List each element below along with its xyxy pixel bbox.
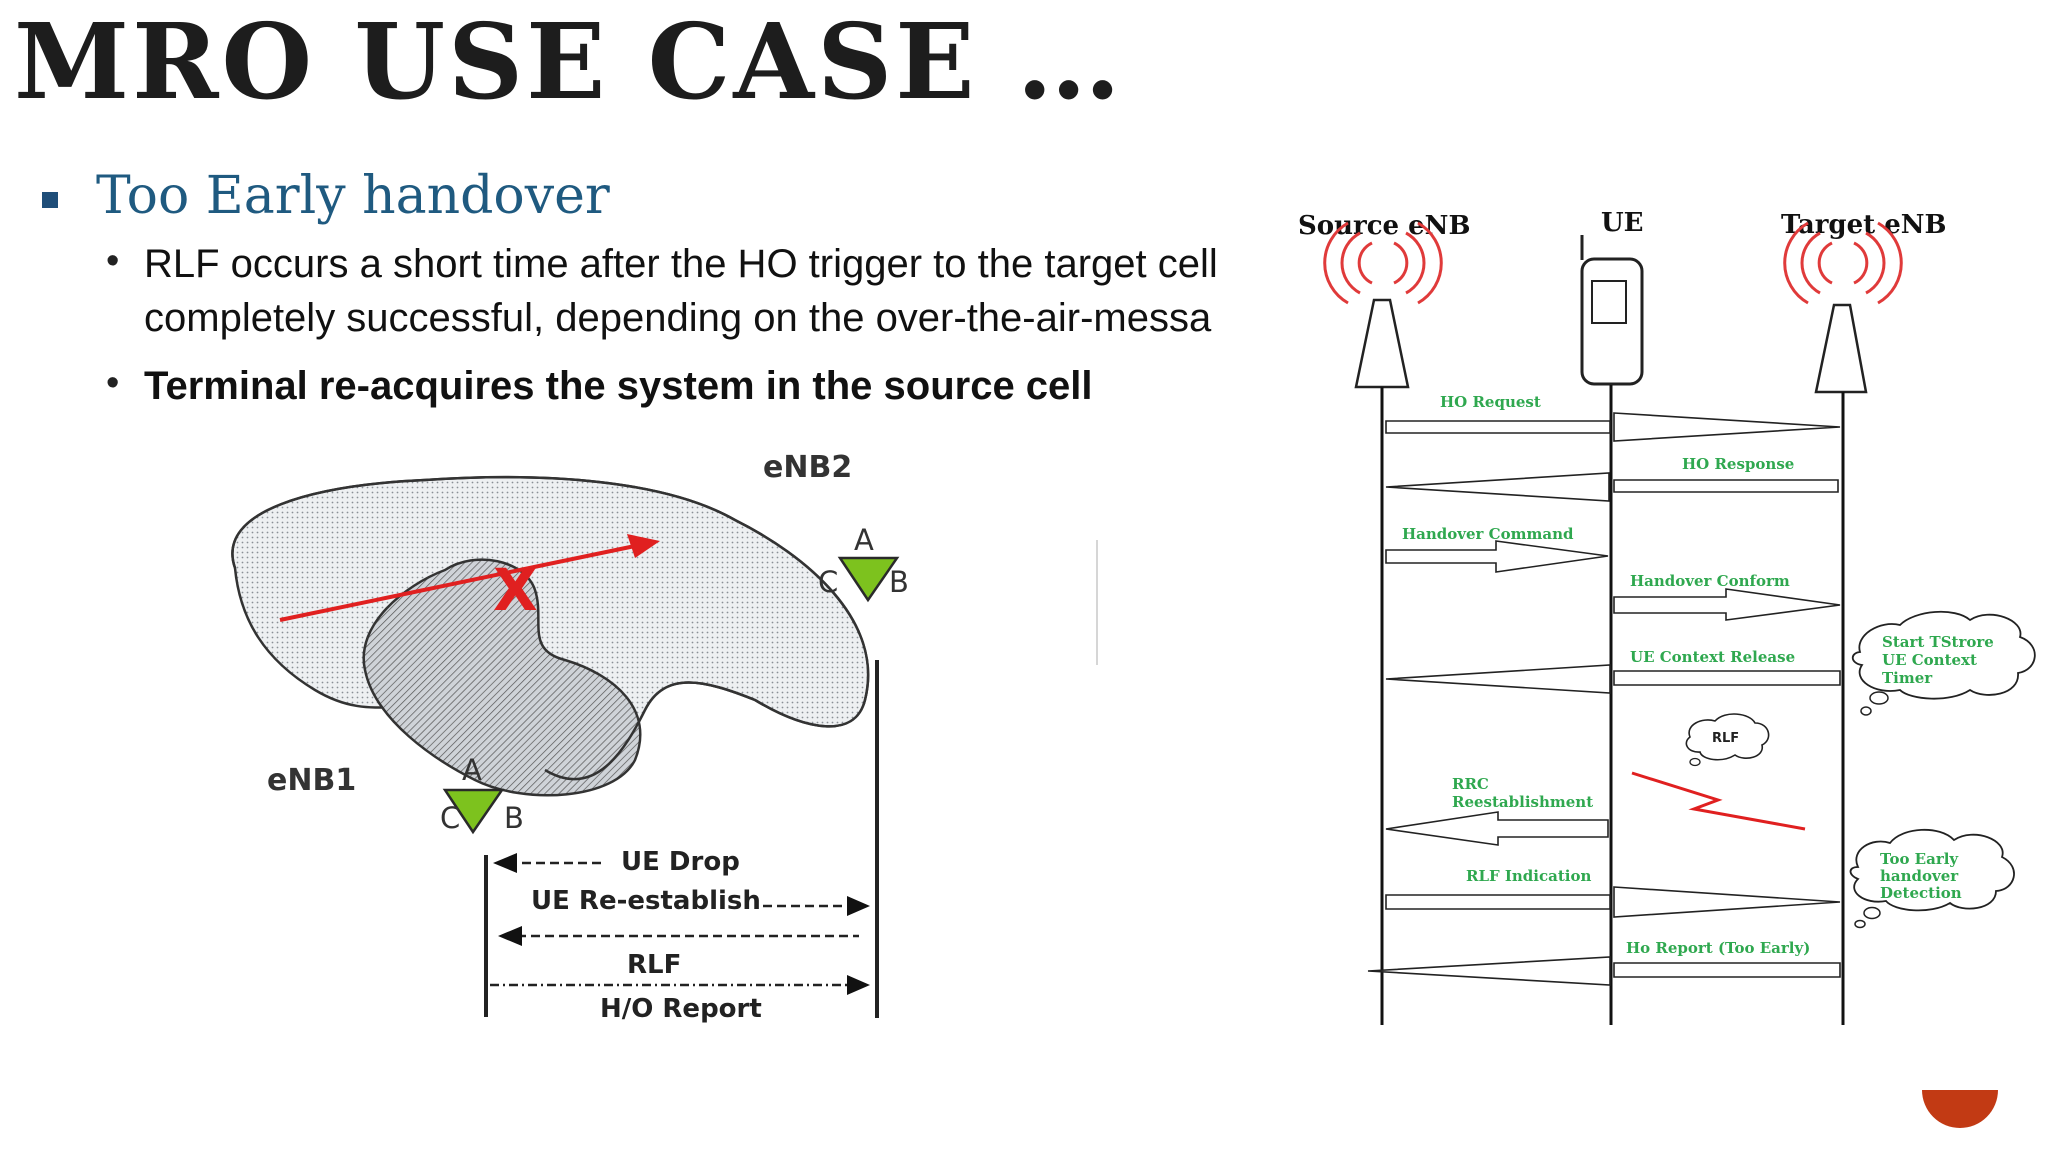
divider <box>1096 540 1098 665</box>
cloud-bubble <box>1854 919 1866 929</box>
radio-link-failure-bolt <box>1631 771 1806 831</box>
enb1-sector-a: A <box>462 753 482 787</box>
ue-context-release-arrow <box>1385 664 1841 694</box>
bullet-rlf-line1: RLF occurs a short time after the HO tri… <box>144 242 1218 286</box>
bullet-terminal-reacquires: Terminal re-acquires the system in the s… <box>144 364 1093 408</box>
msg-ho-request: HO Request <box>1440 393 1541 411</box>
mobile-phone-icon <box>1580 235 1644 386</box>
ue-trajectory-arrow <box>279 544 636 622</box>
bullet-rlf-line2: completely successful, depending on the … <box>144 296 1212 340</box>
msg-ue-drop: UE Drop <box>621 847 740 877</box>
rrc-reestablishment-arrow <box>1385 811 1609 846</box>
enb2-label: eNB2 <box>763 450 852 485</box>
msg-handover-command: Handover Command <box>1402 525 1574 543</box>
msg-ho-report-too-early: Ho Report (Too Early) <box>1626 939 1810 957</box>
target-enb-header: Target eNB <box>1781 210 1946 240</box>
source-enb-header: Source eNB <box>1298 211 1470 241</box>
arrowhead-icon <box>498 926 522 946</box>
rlf-indication-arrow <box>1385 886 1841 918</box>
arrowhead-icon <box>493 853 517 873</box>
bullet-clip: • RLF occurs a short time after the HO t… <box>0 0 1292 430</box>
bullet-too-early-handover: Too Early handover <box>96 166 610 226</box>
enb1-sector-icon <box>442 788 505 835</box>
square-bullet-icon <box>42 192 58 208</box>
enb1-sector-b: B <box>504 801 524 835</box>
rlf-cloud-label: RLF <box>1712 731 1739 746</box>
msg-ho-report: H/O Report <box>600 994 762 1024</box>
rlf-cross-icon: X <box>493 556 538 624</box>
cloud-bubble <box>1863 906 1881 920</box>
enb2-sector-a: A <box>854 523 874 557</box>
arrowhead-icon <box>627 534 660 558</box>
cloud1-line3: Timer <box>1882 669 1933 687</box>
msg-handover-conform: Handover Conform <box>1630 572 1790 590</box>
msg-ho-response: HO Response <box>1682 455 1794 473</box>
msg-ue-reestablish: UE Re-establish <box>531 886 761 916</box>
target-antenna-icon <box>1783 221 1903 305</box>
handover-command-arrow <box>1385 540 1609 573</box>
cloud-bubble <box>1869 691 1889 705</box>
rlf-cloud <box>1685 713 1770 761</box>
cloud-bubble <box>1860 706 1872 716</box>
slide-title: MRO USE CASE … <box>14 0 1124 123</box>
arrowhead-icon <box>847 975 870 995</box>
source-antenna-icon <box>1323 221 1443 305</box>
ue-header: UE <box>1601 208 1644 238</box>
msg-ue-context-release: UE Context Release <box>1630 648 1795 666</box>
enb1-sector-c: C <box>440 801 460 835</box>
thought-cloud-2 <box>1849 828 2015 912</box>
ho-response-arrow <box>1385 472 1839 502</box>
ho-report-too-early-arrow <box>1367 956 1841 986</box>
enb1-coverage-area <box>362 558 642 797</box>
enb2-sector-b: B <box>889 565 909 599</box>
enb2-sector-c: C <box>818 565 838 599</box>
cloud1-line1: Start TStrore <box>1882 633 1994 651</box>
msg-rlf: RLF <box>627 950 681 980</box>
theme-logo-icon <box>1922 1090 1998 1128</box>
msg-rrc: RRC <box>1452 775 1489 793</box>
cloud2-line1: Too Early <box>1880 850 1959 868</box>
enb2-sector-icon <box>837 556 900 603</box>
dot-bullet-icon: • <box>106 362 120 404</box>
thought-cloud-1 <box>1851 610 2036 700</box>
bullet-list: Too Early handover • RLF occurs a short … <box>0 0 1300 430</box>
source-tower-icon <box>1354 298 1410 389</box>
cloud2-line3: Detection <box>1880 884 1962 902</box>
msg-rlf-indication: RLF Indication <box>1466 867 1591 885</box>
dot-bullet-icon: • <box>106 240 120 282</box>
cloud2-line2: handover <box>1880 867 1959 885</box>
msg-reestablishment: Reestablishment <box>1452 793 1593 811</box>
handover-conform-arrow <box>1613 588 1841 621</box>
enb2-coverage-outline <box>231 475 870 781</box>
arrowhead-icon <box>847 896 870 916</box>
enb1-label: eNB1 <box>267 763 356 798</box>
ho-request-arrow <box>1385 412 1841 442</box>
target-tower-icon <box>1814 303 1868 394</box>
coverage-diagram: X eNB2 eNB1 A C B A C B UE Drop UE Re-es… <box>231 450 909 1024</box>
sequence-diagram: Source eNB UE Target eNB HO Request HO R… <box>1298 208 2036 1025</box>
cloud1-line2: UE Context <box>1882 651 1977 669</box>
cloud-bubble <box>1689 757 1701 767</box>
